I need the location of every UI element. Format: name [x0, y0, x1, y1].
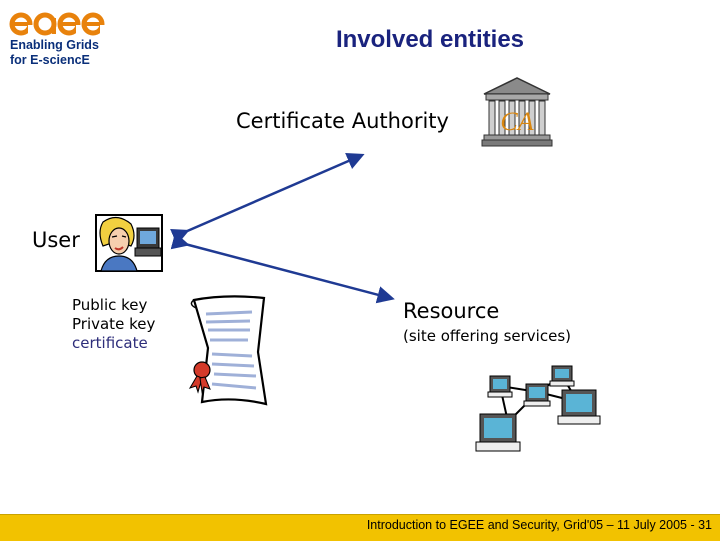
computer-1	[487, 375, 513, 398]
certificate-scroll-icon	[188, 295, 268, 406]
page-title: Involved entities	[335, 26, 525, 53]
egee-logo	[8, 8, 108, 70]
private-key-label: Private key	[72, 315, 156, 333]
computer-4	[557, 389, 601, 425]
computer-2	[523, 383, 551, 407]
user-resource-arrow	[170, 232, 395, 304]
logo-line-1: Enabling Grids	[10, 38, 99, 52]
resource-sublabel: (site offering services)	[403, 327, 571, 345]
ca-label: Certificate Authority	[236, 109, 449, 133]
resource-label: Resource	[403, 299, 500, 323]
egee-wordmark-icon	[9, 12, 105, 36]
ca-building-icon: CA	[481, 77, 553, 147]
public-key-label: Public key	[72, 296, 148, 314]
footer-bar	[0, 514, 720, 541]
logo-tagline: Enabling Grids for E-sciencE	[10, 38, 99, 68]
logo-line-2: for E-sciencE	[10, 53, 90, 67]
user-ca-arrow	[170, 152, 365, 246]
user-credentials: Public key Private key certificate	[72, 296, 155, 353]
user-clipart-icon	[95, 214, 163, 272]
network-computers-icon	[475, 365, 601, 452]
computer-3	[549, 365, 575, 387]
ca-badge-text: CA	[500, 107, 533, 136]
computer-5	[475, 413, 521, 452]
footer-text: Introduction to EGEE and Security, Grid'…	[366, 518, 712, 532]
user-label: User	[32, 228, 80, 252]
certificate-label: certificate	[72, 334, 148, 352]
